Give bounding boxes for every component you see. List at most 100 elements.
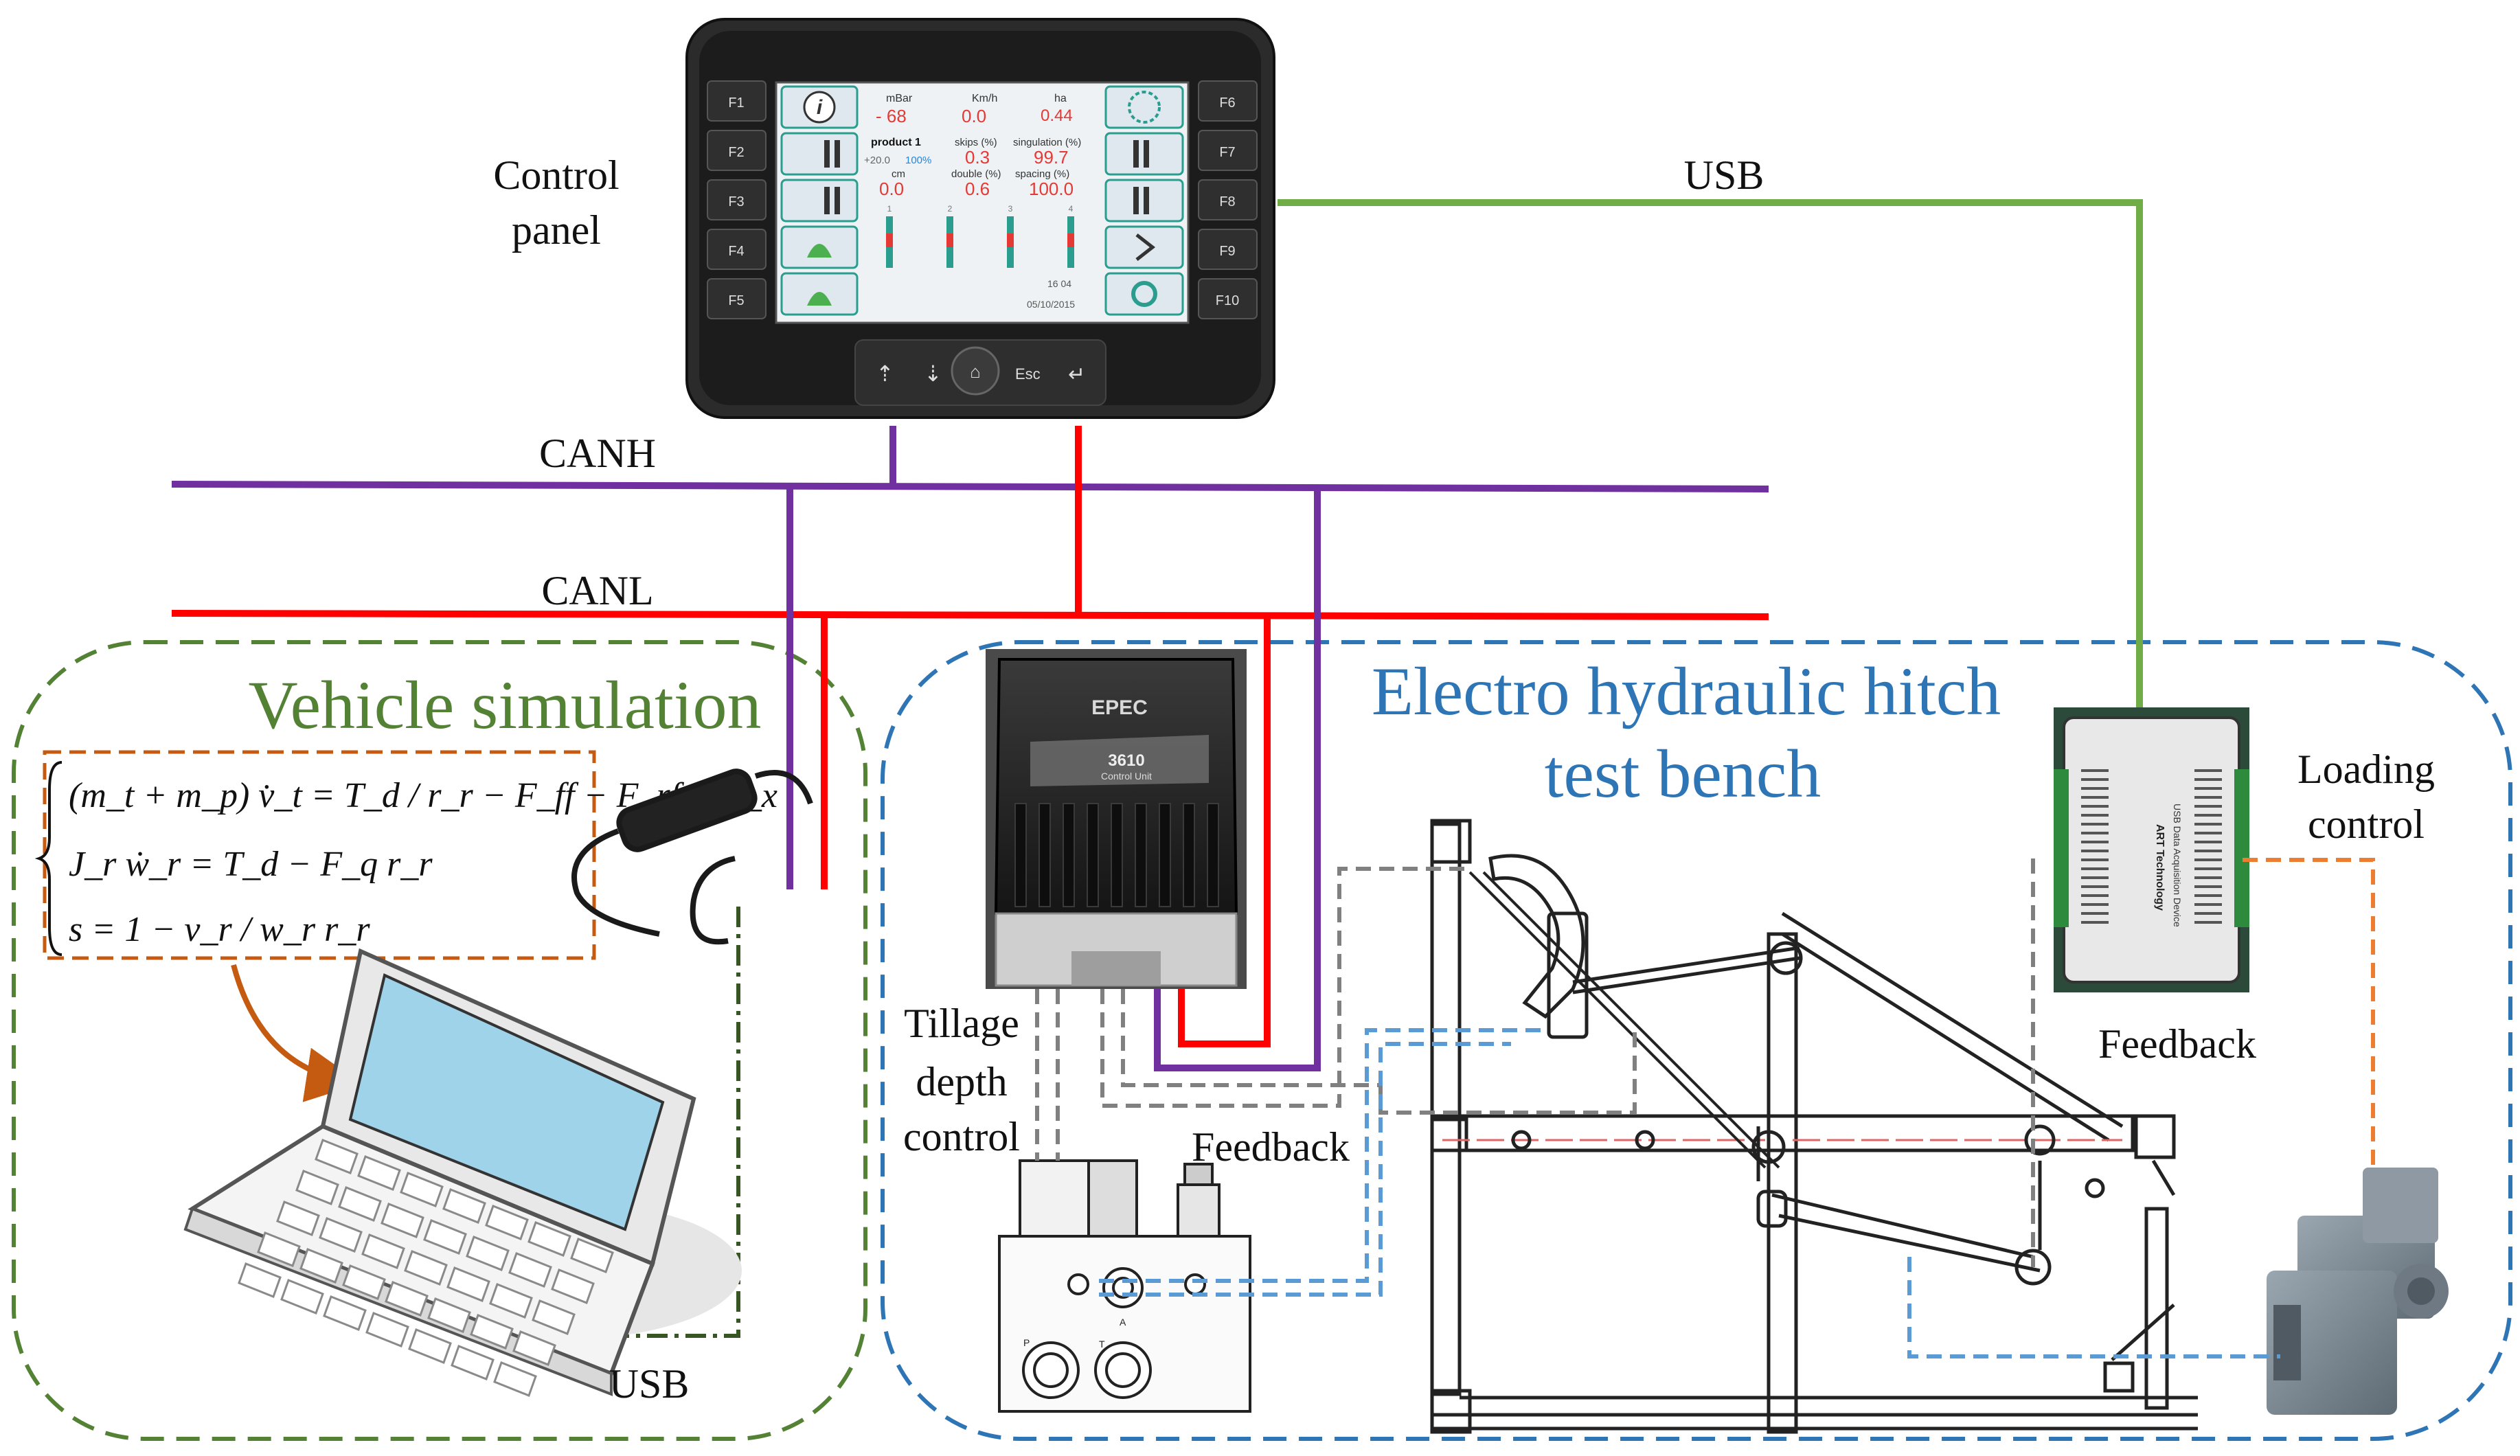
svg-text:P: P — [1023, 1337, 1030, 1348]
fkey-left-label: F5 — [728, 293, 744, 308]
control-panel-label-1: Control — [493, 152, 619, 198]
ecu-caption: Control Unit — [1101, 771, 1152, 782]
product-pct: 100% — [905, 155, 931, 166]
speed-unit: Km/h — [972, 93, 997, 104]
row-number: 4 — [1069, 204, 1074, 214]
time-readout: 16 04 — [1047, 278, 1071, 289]
vehicle-simulation-label: Vehicle simulation — [248, 667, 761, 743]
row-number: 3 — [1008, 204, 1013, 214]
home-key — [951, 346, 1000, 396]
vehicle-simulation-box — [12, 640, 867, 1441]
spacing-value: 100.0 — [1029, 179, 1074, 199]
depth-down-key: ⇣ — [924, 361, 942, 386]
can-usb-cable — [571, 769, 813, 945]
screen-readouts: mBar - 68 Km/h 0.0 ha 0.44 product 1 +20… — [864, 93, 1081, 310]
feedback-gray-lines — [1035, 858, 2035, 1267]
ecu-brand: EPEC — [1091, 696, 1148, 719]
fkey-left-1 — [707, 80, 767, 122]
fkey-right-label: F8 — [1219, 194, 1235, 209]
enter-key: ↵ — [1068, 363, 1085, 386]
daq-brand: ART Technology — [2154, 824, 2166, 911]
fkey-right-1 — [1198, 80, 1258, 122]
cm-label: cm — [892, 168, 905, 180]
equation-2: J_r ẇ_r = T_d − F_q r_r — [69, 845, 433, 884]
ecu-model: 3610 — [1108, 751, 1144, 770]
esc-key: Esc — [1015, 365, 1041, 383]
fkey-right-label: F6 — [1219, 95, 1235, 111]
fkey-right-2 — [1198, 130, 1258, 171]
canl-label: CANL — [541, 568, 653, 613]
fkey-right-5 — [1198, 278, 1258, 319]
skips-label: skips (%) — [955, 137, 997, 148]
valve-block: P T A — [998, 1159, 1251, 1413]
singulation-value: 99.7 — [1034, 147, 1069, 168]
model-to-laptop-arrow — [231, 964, 361, 1102]
svg-text:T: T — [1099, 1339, 1105, 1350]
ecu-canh-wire — [1154, 488, 1321, 1071]
fkey-left-label: F2 — [728, 145, 744, 160]
skips-value: 0.3 — [965, 147, 990, 168]
canl-bus-line — [171, 610, 1769, 620]
fkey-left-2 — [707, 130, 767, 171]
equation-brace — [34, 761, 63, 956]
fkey-right-label: F10 — [1216, 293, 1239, 308]
ha-value: 0.44 — [1041, 106, 1073, 125]
equation-box — [43, 750, 596, 960]
ha-unit: ha — [1054, 93, 1067, 104]
fkey-right-label: F7 — [1219, 145, 1235, 160]
product-sub: +20.0 — [864, 155, 890, 166]
canh-bus-line — [171, 481, 1769, 492]
svg-text:i: i — [817, 96, 823, 119]
depth-up-key: ⇡ — [876, 361, 894, 386]
equation-3: s = 1 − v_r / w_r r_r — [69, 910, 370, 949]
product-label: product 1 — [871, 137, 921, 148]
loading-valve — [2267, 1168, 2449, 1415]
singulation-label: singulation (%) — [1013, 137, 1081, 148]
hitch-title-line1: Electro hydraulic hitch — [1372, 653, 2001, 729]
daq-caption: USB Data Acquisition Device — [2172, 804, 2183, 927]
loading-control-label-1: Loading — [2297, 747, 2435, 792]
fkey-left-label: F3 — [728, 194, 744, 209]
fkey-right-label: F9 — [1219, 244, 1235, 259]
usb-top-label: USB — [1684, 152, 1764, 198]
cm-value: 0.0 — [879, 179, 904, 199]
tillage-label-2: depth — [916, 1059, 1007, 1104]
svg-text:⌂: ⌂ — [970, 361, 981, 382]
tillage-label-3: control — [903, 1114, 1020, 1159]
mbar-unit: mBar — [886, 93, 913, 104]
double-value: 0.6 — [965, 179, 990, 199]
feedback-right-label: Feedback — [2098, 1021, 2256, 1067]
loading-control-label-2: control — [2308, 801, 2425, 847]
fkey-right-4 — [1198, 229, 1258, 270]
ecu-unit: EPEC 3610 Control Unit — [986, 649, 1247, 989]
daq-device: ART Technology USB Data Acquisition Devi… — [2054, 707, 2249, 992]
fkey-left-label: F1 — [728, 95, 744, 111]
usb-bottom-label: USB — [609, 1361, 690, 1407]
feedback-blue-lines — [1099, 1028, 2280, 1358]
fkey-left-label: F4 — [728, 244, 744, 259]
row-number: 2 — [948, 204, 953, 214]
speed-value: 0.0 — [962, 106, 986, 126]
fkey-left-5 — [707, 278, 767, 319]
double-label: double (%) — [951, 168, 1001, 180]
panel-bottom-keys: ⇡ ⇣ ⌂ Esc ↵ — [854, 339, 1106, 406]
spacing-label: spacing (%) — [1015, 168, 1069, 180]
svg-text:A: A — [1120, 1317, 1126, 1328]
laptop — [183, 948, 742, 1397]
fkey-left-3 — [707, 179, 767, 220]
hitch-test-bench-box — [881, 640, 2512, 1441]
ecu-canl-wire — [1178, 615, 1271, 1047]
canh-label: CANH — [539, 431, 656, 476]
fkey-left-4 — [707, 229, 767, 270]
date-readout: 05/10/2015 — [1027, 299, 1075, 310]
feedback-center-label: Feedback — [1192, 1124, 1350, 1170]
screen-left-buttons: i — [780, 85, 859, 316]
loading-control-line — [2243, 858, 2375, 1168]
row-number: 1 — [887, 204, 892, 214]
fkey-right-3 — [1198, 179, 1258, 220]
control-panel-label-2: panel — [512, 207, 601, 253]
hitch-frame-drawing — [1430, 819, 2198, 1434]
row-bars: 1 2 3 4 — [886, 204, 1074, 268]
